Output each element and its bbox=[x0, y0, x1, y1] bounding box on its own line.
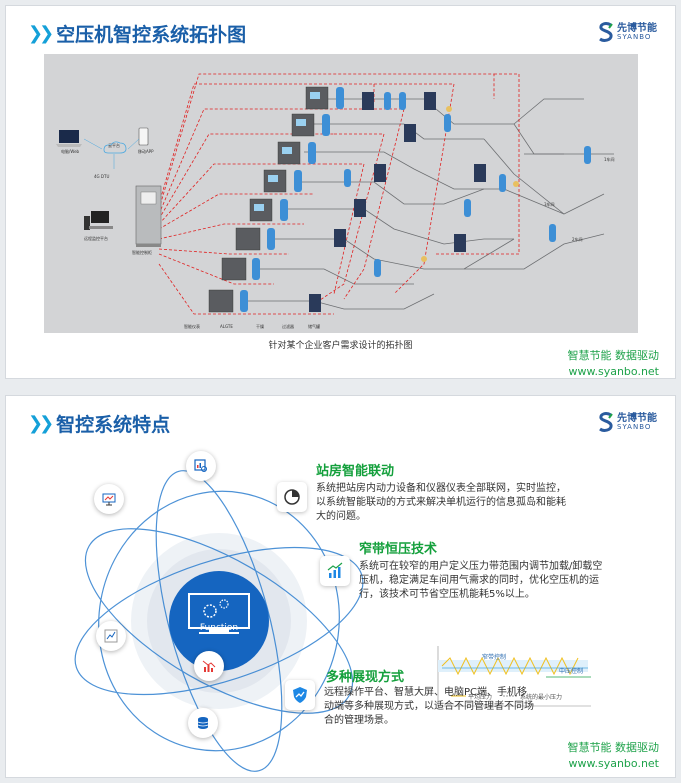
compressor-screens bbox=[254, 92, 320, 211]
label-right-3: 3车间 bbox=[544, 202, 555, 207]
slide-title: ❯❯ 智控系统特点 bbox=[28, 413, 171, 436]
report-chart-icon bbox=[96, 621, 126, 651]
chart-legend-avg: 平均压力 bbox=[468, 694, 493, 701]
feature-title-linkage: 站房智能联动 bbox=[316, 464, 395, 479]
brand-url: www.syanbo.net bbox=[568, 365, 660, 378]
dryers bbox=[309, 92, 486, 312]
brand-url: www.syanbo.net bbox=[568, 757, 660, 770]
meters bbox=[421, 106, 519, 262]
declining-chart-icon bbox=[194, 651, 224, 681]
slide-title: ❯❯ 空压机智控系统拓扑图 bbox=[28, 23, 247, 46]
label-right-2: 2车间 bbox=[572, 237, 583, 242]
label-cabinet: 智能控制柜 bbox=[132, 250, 152, 255]
topology-diagram: 电脑/Web 移动APP 云平台 4G DTU 远程监控平台 智能控制柜 智能仪… bbox=[44, 54, 638, 333]
pie-chart-icon bbox=[277, 482, 307, 512]
label-cloud: 云平台 bbox=[108, 143, 120, 148]
feature-desc-linkage: 系统把站房内动力设备和仪器仪表全部联网，实时监控， 以系统智能联动的方式来解决单… bbox=[316, 483, 566, 522]
label-laptop: 电脑/Web bbox=[61, 149, 80, 154]
laptop-icon bbox=[56, 130, 82, 147]
monitor-icon bbox=[84, 211, 113, 230]
logo-en: SYANBO bbox=[617, 422, 652, 431]
label-right-1: 1车间 bbox=[604, 157, 615, 162]
feature-desc-narrowband: 系统可在较窄的用户定义压力带范围内调节加载/卸载空 压机，稳定满足车间用气需求的… bbox=[359, 561, 603, 600]
phone-icon bbox=[138, 127, 149, 146]
shield-trend-icon bbox=[285, 680, 315, 710]
database-icon bbox=[188, 708, 218, 738]
data-analysis-icon bbox=[186, 451, 216, 481]
company-logo: 先博节能 SYANBO bbox=[598, 412, 657, 432]
logo-name: 先博节能 bbox=[617, 412, 657, 424]
bar-chart-icon bbox=[320, 556, 350, 586]
feature-title-narrowband: 窄带恒压技术 bbox=[359, 542, 438, 557]
slide-features: ❯❯ 智控系统特点 先博节能 SYANBO bbox=[5, 395, 676, 778]
logo-s-icon bbox=[599, 22, 613, 42]
chart-label-band: 窄带控制 bbox=[482, 654, 507, 661]
label-phone: 移动APP bbox=[138, 149, 154, 154]
brand-slogan: 智慧节能 数据驱动 bbox=[567, 741, 660, 754]
pressure-band-chart bbox=[437, 646, 591, 707]
control-cabinet-icon bbox=[135, 185, 162, 247]
double-chevron-icon: ❯❯ bbox=[28, 413, 54, 434]
orbit-graphic bbox=[74, 470, 591, 772]
feature-title-display: 多种展现方式 bbox=[326, 670, 405, 685]
label-bottom-3: 干燥 bbox=[256, 324, 264, 329]
company-logo: 先博节能 SYANBO bbox=[598, 22, 657, 42]
chart-legend-min: 系统的最小压力 bbox=[520, 694, 563, 701]
slide-topology: ❯❯ 空压机智控系统拓扑图 先博节能 SYANBO bbox=[5, 5, 676, 379]
topology-lines bbox=[56, 73, 614, 315]
label-bottom-1: 智能仪表 bbox=[184, 324, 200, 329]
label-monitor: 远程监控平台 bbox=[84, 236, 108, 241]
chart-label-middle: 中压控制 bbox=[559, 668, 584, 675]
diagram-caption: 针对某个企业客户需求设计的拓扑图 bbox=[268, 341, 413, 351]
logo-en: SYANBO bbox=[617, 32, 652, 41]
function-label: Function bbox=[199, 623, 239, 633]
logo-s-icon bbox=[599, 412, 613, 432]
brand-slogan: 智慧节能 数据驱动 bbox=[567, 349, 660, 362]
presentation-board-icon bbox=[94, 484, 124, 514]
label-bottom-2: ALGTE bbox=[220, 324, 233, 329]
compressors bbox=[208, 86, 329, 313]
feature-desc-display: 远程操作平台、智慧大屏、电脑PC端、手机移 动端等多种展现方式，以适合不同管理者… bbox=[324, 687, 534, 726]
brand-footer: 智慧节能 数据驱动 www.syanbo.net bbox=[568, 348, 660, 380]
brand-footer: 智慧节能 数据驱动 www.syanbo.net bbox=[568, 740, 660, 772]
label-bottom-5: 储气罐 bbox=[308, 324, 320, 329]
label-gateway: 4G DTU bbox=[94, 174, 110, 179]
double-chevron-icon: ❯❯ bbox=[28, 23, 54, 44]
air-tanks bbox=[240, 87, 591, 312]
logo-name: 先博节能 bbox=[617, 22, 657, 34]
function-monitor-icon bbox=[188, 593, 250, 634]
cloud-icon bbox=[103, 141, 127, 154]
label-bottom-4: 过滤器 bbox=[282, 324, 294, 329]
